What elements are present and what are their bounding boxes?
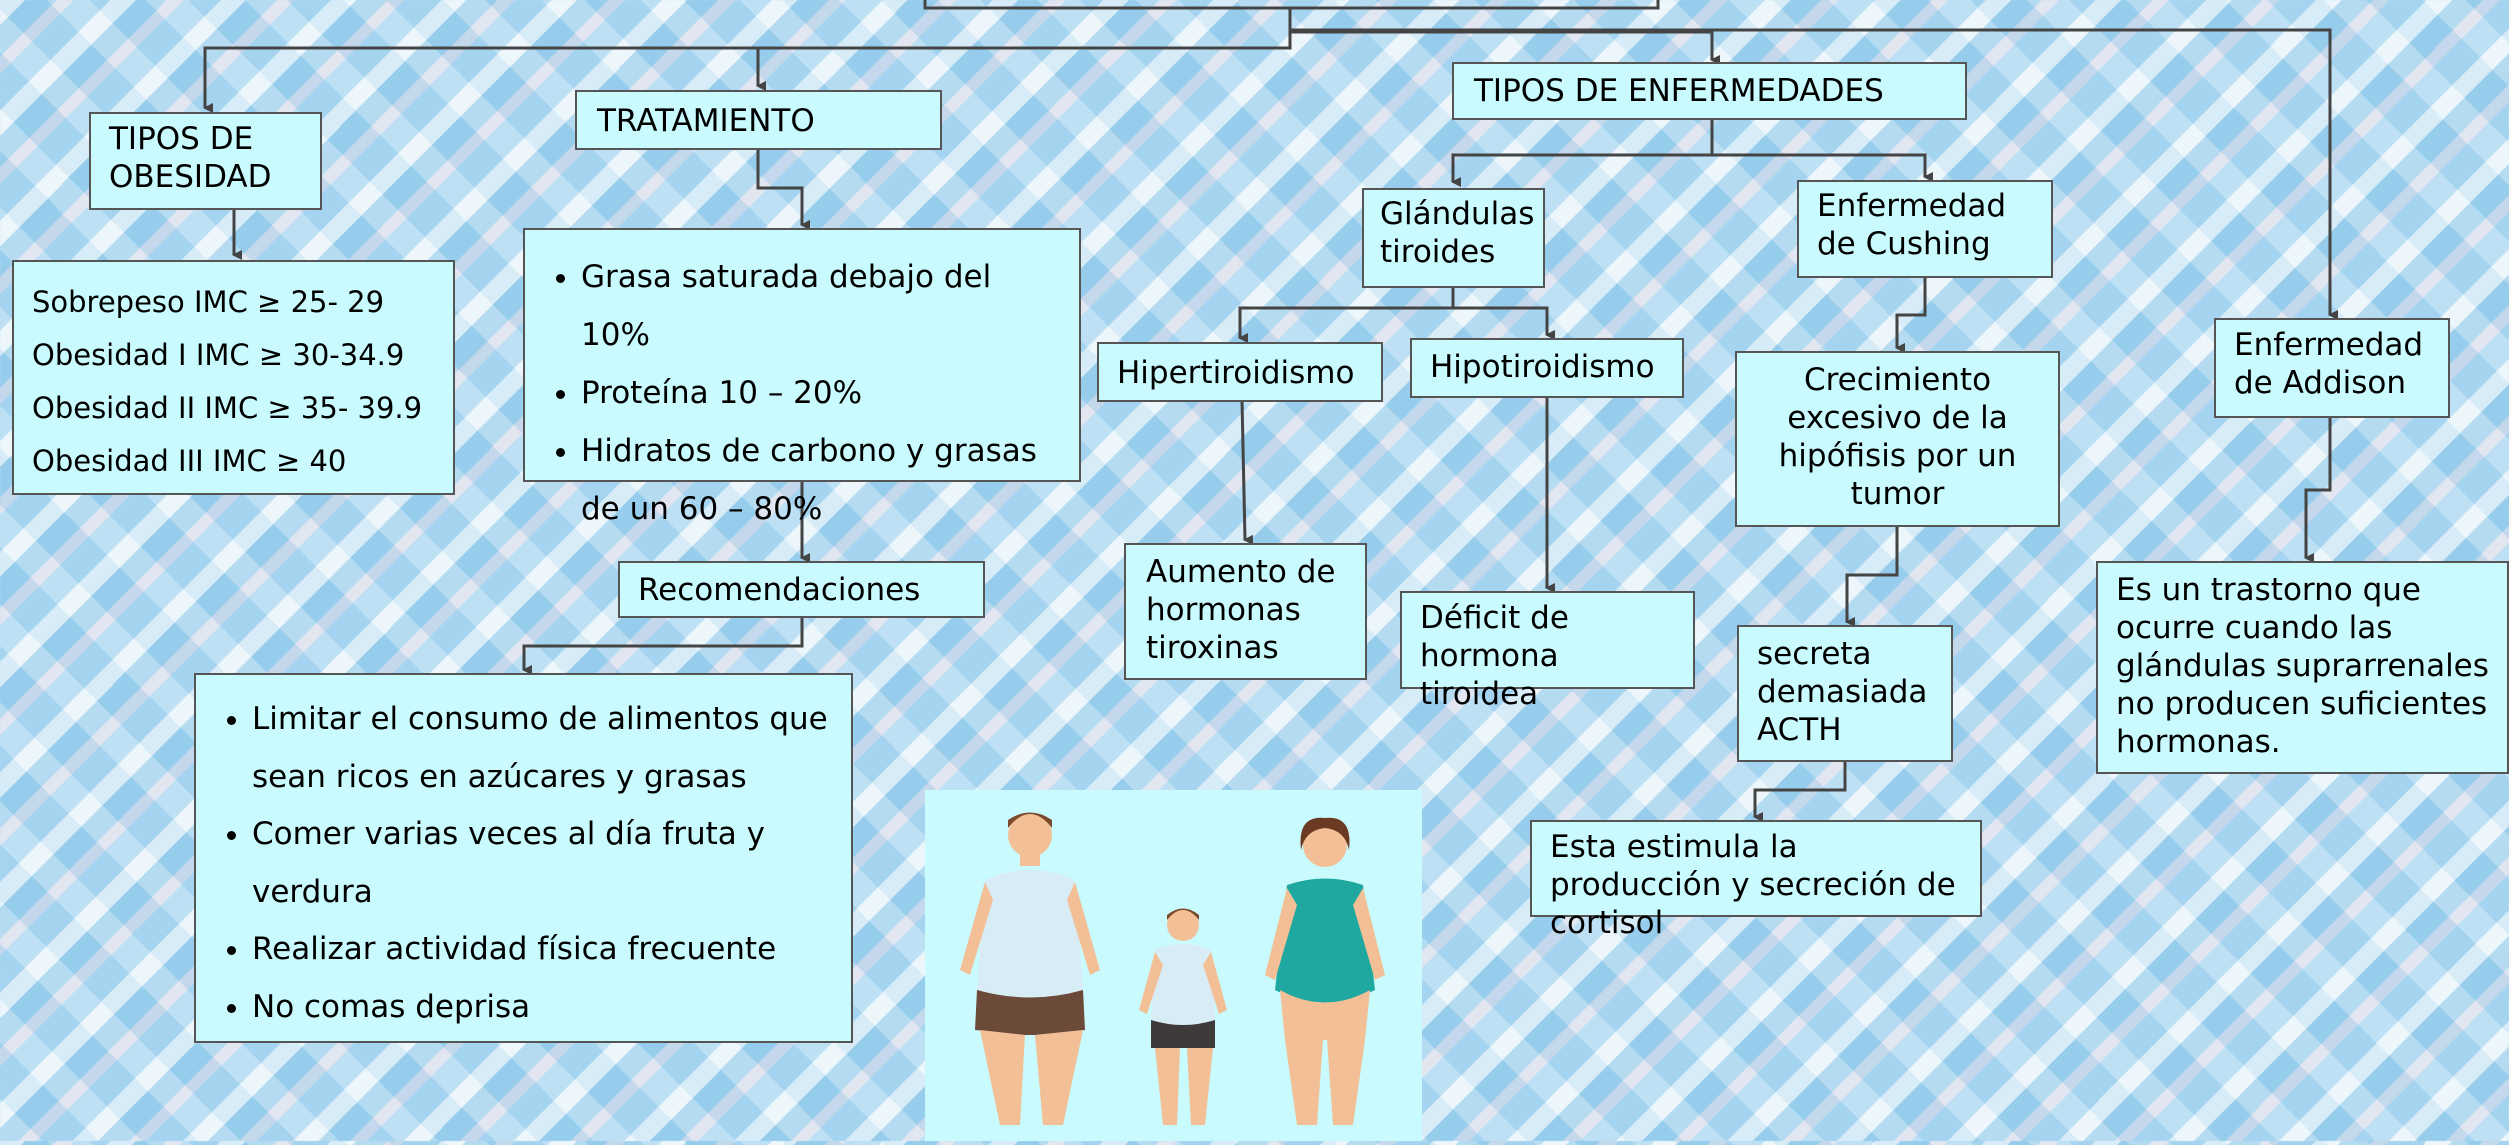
node-tipos-obesidad-label: TIPOS DE OBESIDAD: [109, 121, 272, 195]
node-enfermedad-cushing-label: Enfermedad de Cushing: [1817, 188, 2007, 262]
connector-root-enfermedades: [1290, 30, 1720, 65]
connector-enfermedades-glandulas: [1451, 118, 1714, 187]
list-item: Grasa saturada debajo del 10%: [581, 248, 1061, 364]
node-tratamiento-items: Grasa saturada debajo del 10% Proteína 1…: [523, 228, 1081, 527]
node-secreta-acth-label: secreta demasiada ACTH: [1757, 636, 1928, 748]
connector-crecimiento-acth: [1845, 527, 1899, 627]
node-recomendaciones: Recomendaciones: [618, 561, 985, 618]
node-recomendaciones-label: Recomendaciones: [638, 572, 921, 608]
node-addison-description: Es un trastorno que ocurre cuando las gl…: [2096, 561, 2509, 774]
list-item: Obesidad III IMC ≥ 40: [32, 444, 347, 478]
list-item: Sobrepeso IMC ≥ 25- 29: [32, 285, 385, 319]
connector-tratamiento-items: [756, 150, 810, 230]
node-aumento-hormonas: Aumento de hormonas tiroxinas: [1124, 543, 1367, 680]
node-crecimiento-hipofisis-label: Crecimiento excesivo de la hipófisis por…: [1778, 362, 2017, 512]
list-item: Proteína 10 – 20%: [581, 364, 1061, 422]
node-obesidad-tipos-list: Sobrepeso IMC ≥ 25- 29 Obesidad I IMC ≥ …: [12, 260, 455, 495]
connector-acth-cortisol: [1753, 762, 1847, 822]
people-illustration: [960, 812, 1385, 1125]
connector-glandulas-hipo: [1453, 306, 1555, 340]
connector-cushing-crecimiento: [1895, 278, 1927, 353]
node-deficit-hormona-label: Déficit de hormona tiroidea: [1420, 600, 1569, 712]
connector-addison-desc: [2304, 418, 2332, 563]
node-tratamiento: TRATAMIENTO: [575, 90, 942, 150]
node-enfermedad-cushing: Enfermedad de Cushing: [1797, 180, 2053, 278]
node-glandulas-tiroides-label: Glándulas tiroides: [1380, 196, 1535, 270]
obesity-illustration: [925, 790, 1422, 1141]
node-enfermedad-addison-label: Enfermedad de Addison: [2234, 327, 2424, 401]
node-tipos-enfermedades: TIPOS DE ENFERMEDADES: [1452, 62, 1967, 120]
list-item: Obesidad I IMC ≥ 30-34.9: [32, 338, 405, 372]
connector-recomendaciones-list: [522, 618, 804, 675]
node-crecimiento-hipofisis: Crecimiento excesivo de la hipófisis por…: [1735, 351, 2060, 527]
connector-root-addison: [1290, 28, 2338, 320]
node-tipos-enfermedades-label: TIPOS DE ENFERMEDADES: [1474, 73, 1884, 109]
woman-figure: [1265, 817, 1385, 1125]
node-secreta-acth: secreta demasiada ACTH: [1737, 625, 1953, 762]
node-hipotiroidismo-label: Hipotiroidismo: [1430, 349, 1655, 385]
node-glandulas-tiroides: Glándulas tiroides: [1362, 188, 1545, 288]
node-deficit-hormona: Déficit de hormona tiroidea: [1400, 591, 1695, 712]
node-hipotiroidismo: Hipotiroidismo: [1410, 338, 1684, 398]
node-hipertiroidismo-label: Hipertiroidismo: [1117, 355, 1355, 391]
list-item: Hidratos de carbono y grasas de un 60 – …: [581, 422, 1061, 538]
connector-enfermedades-cushing: [1712, 153, 1933, 182]
list-item: No comas deprisa: [252, 979, 833, 1037]
list-item: Obesidad II IMC ≥ 35- 39.9: [32, 391, 423, 425]
node-recomendaciones-list: Limitar el consumo de alimentos que sean…: [194, 673, 853, 1043]
node-addison-description-label: Es un trastorno que ocurre cuando las gl…: [2116, 572, 2489, 760]
node-tipos-obesidad: TIPOS DE OBESIDAD: [89, 112, 322, 210]
list-item: Realizar actividad física frecuente: [252, 921, 833, 979]
node-enfermedad-addison: Enfermedad de Addison: [2214, 318, 2450, 418]
list-item: Comer varias veces al día fruta y verdur…: [252, 806, 833, 921]
node-aumento-hormonas-label: Aumento de hormonas tiroxinas: [1146, 554, 1336, 666]
node-estimula-cortisol: Esta estimula la producción y secreción …: [1530, 820, 1982, 941]
node-tratamiento-label: TRATAMIENTO: [597, 103, 815, 139]
node-estimula-cortisol-label: Esta estimula la producción y secreción …: [1550, 829, 1956, 941]
man-figure: [960, 812, 1100, 1125]
list-item: Limitar el consumo de alimentos que sean…: [252, 691, 833, 806]
child-figure: [1139, 908, 1227, 1125]
connector-glandulas-hiper: [1238, 288, 1455, 343]
connector-hiper-aumento: [1240, 399, 1254, 545]
node-hipertiroidismo: Hipertiroidismo: [1097, 342, 1383, 402]
connector-root-obesidad: [203, 8, 1292, 113]
top-node-edge: [923, 0, 1660, 10]
